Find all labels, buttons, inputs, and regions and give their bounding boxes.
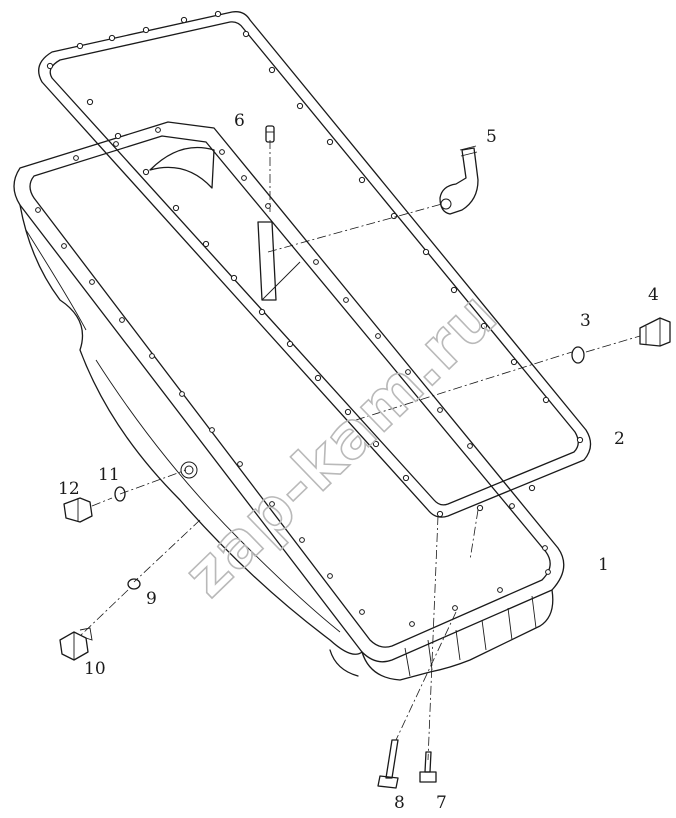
o-ring-3 <box>571 346 585 364</box>
stud-6 <box>265 125 275 143</box>
elbow-fitting-5 <box>439 145 479 215</box>
callout-6: 6 <box>234 111 245 131</box>
callout-2: 2 <box>614 429 625 449</box>
callout-7: 7 <box>436 793 447 813</box>
callout-10: 10 <box>84 659 106 679</box>
callout-1: 1 <box>598 555 609 575</box>
callout-8: 8 <box>394 793 405 813</box>
sealing-ring-11 <box>114 486 126 502</box>
callout-labels: 1 2 3 4 5 6 7 8 9 10 11 12 <box>58 111 659 813</box>
plug-4 <box>639 317 671 347</box>
callout-5: 5 <box>486 127 497 147</box>
gasket-bolt-holes <box>46 10 584 518</box>
oil-pan <box>13 121 565 681</box>
callout-12: 12 <box>58 479 80 499</box>
drain-plug-10 <box>59 627 93 661</box>
bolt-7 <box>419 751 437 783</box>
sealing-ring-9 <box>127 578 141 590</box>
callout-3: 3 <box>580 311 591 331</box>
plug-12 <box>63 497 93 523</box>
callout-4: 4 <box>648 285 659 305</box>
oil-pan-flange-holes <box>35 127 551 627</box>
callout-9: 9 <box>146 589 157 609</box>
oil-pan-gasket <box>38 10 592 518</box>
bolt-8 <box>377 739 399 789</box>
callout-11: 11 <box>98 465 120 485</box>
